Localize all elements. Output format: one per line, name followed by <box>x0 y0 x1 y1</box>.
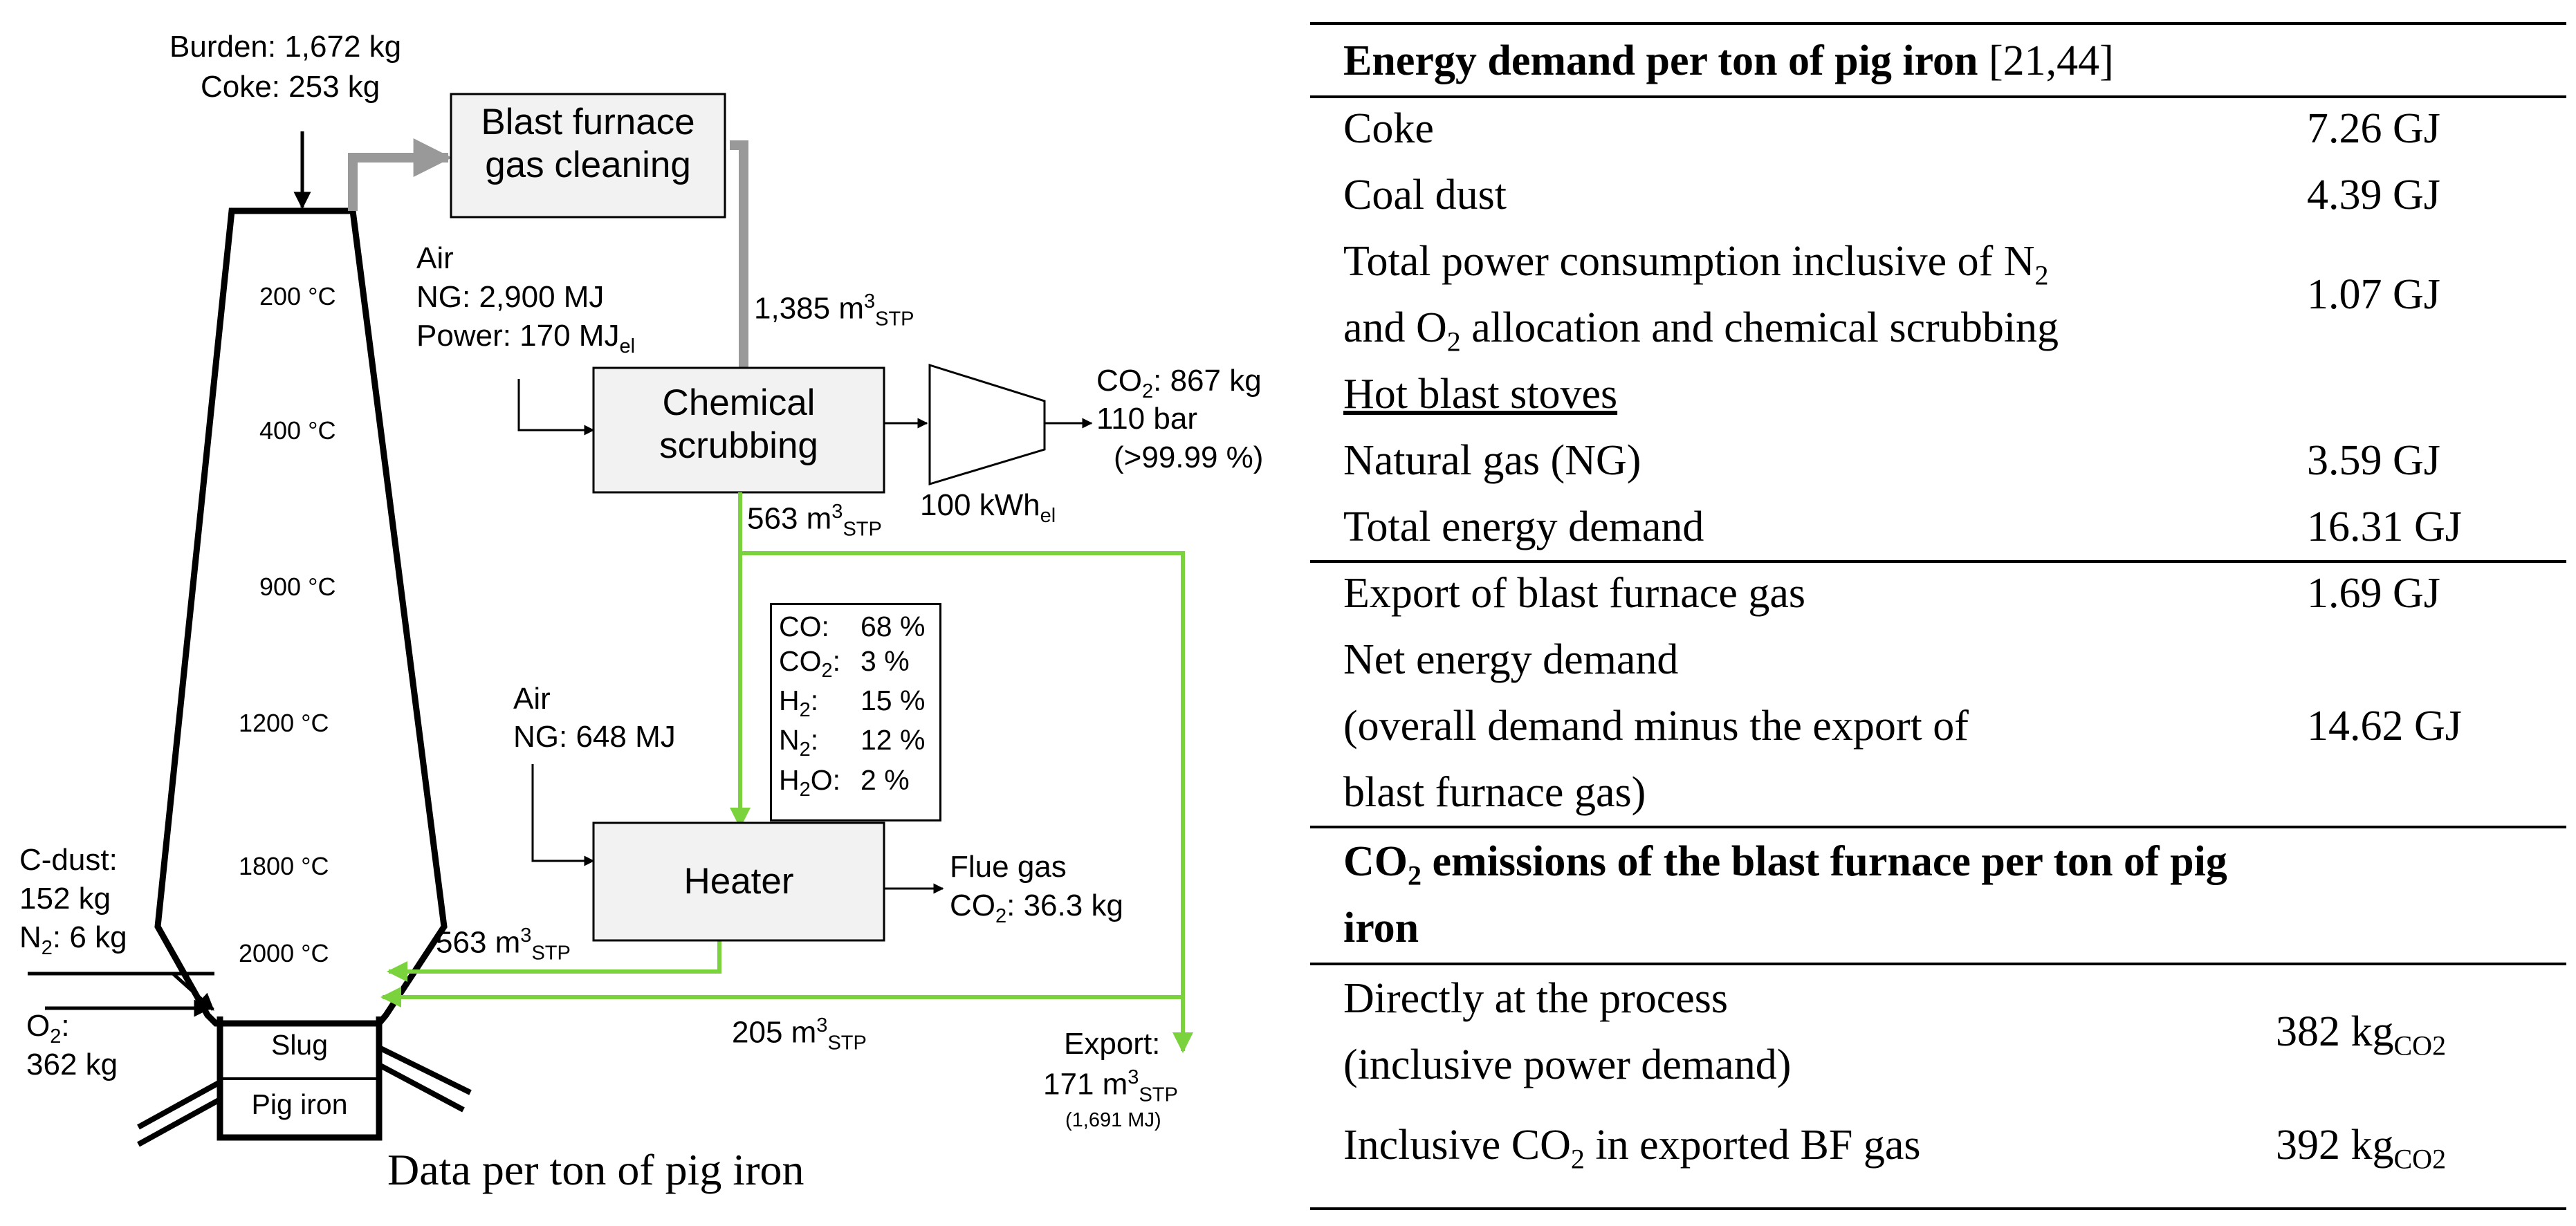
stove-input-ng: NG: 2,900 MJ <box>416 280 605 314</box>
compressor-power: 100 kWhel <box>920 488 1056 527</box>
temp-900: 900 °C <box>259 573 336 601</box>
row-coal-dust-value: 4.39 GJ <box>2307 171 2440 219</box>
process-diagram: Burden: 1,672 kg Coke: 253 kg Blast furn… <box>19 30 1264 1194</box>
table-title: Energy demand per ton of pig iron [21,44… <box>1343 37 2114 84</box>
c-dust-label: C-dust: <box>19 843 118 877</box>
co2-pressure: 110 bar <box>1096 402 1197 436</box>
table-rule-co2 <box>1310 826 2566 828</box>
composition-h2o: H2O:2 % <box>779 763 910 801</box>
table-rule-bottom <box>1310 1207 2566 1210</box>
row-direct-value: 382 kgCO2 <box>2276 1008 2447 1061</box>
row-total-value: 16.31 GJ <box>2307 503 2462 550</box>
bf-gas-cleaning-box <box>450 93 726 219</box>
energy-table: Energy demand per ton of pig iron [21,44… <box>1310 21 2566 1217</box>
diagram-lines <box>28 93 1193 1147</box>
row-power-label-2: and O2 allocation and chemical scrubbing <box>1343 304 2059 357</box>
row-direct-label-2: (inclusive power demand) <box>1343 1041 1792 1088</box>
row-power-value: 1.07 GJ <box>2307 271 2440 318</box>
stove-input-air: Air <box>416 241 454 275</box>
temp-200: 200 °C <box>259 282 336 310</box>
coke-label: Coke: 253 kg <box>201 70 380 104</box>
flow-563-scrubbed: 563 m3STP <box>747 501 882 541</box>
row-coke-label: Coke <box>1343 105 1434 152</box>
table-rule-header <box>1310 95 2566 98</box>
diagram-caption: Data per ton of pig iron <box>387 1145 804 1194</box>
flow-1385: 1,385 m3STP <box>754 290 914 331</box>
furnace-hearth <box>217 1016 383 1141</box>
co2-section-title-1: CO2 emissions of the blast furnace per t… <box>1343 838 2227 891</box>
burden-label: Burden: 1,672 kg <box>169 30 402 64</box>
temp-1800: 1800 °C <box>239 852 329 880</box>
co2-purity: (>99.99 %) <box>1114 440 1264 474</box>
row-net-label-3: blast furnace gas) <box>1343 769 1646 816</box>
c-dust-mass: 152 kg <box>19 882 111 916</box>
row-direct-label-1: Directly at the process <box>1343 975 1729 1022</box>
flue-gas-co2: CO2: 36.3 kg <box>950 889 1123 927</box>
heater-input-ng: NG: 648 MJ <box>513 720 676 754</box>
row-total-label: Total energy demand <box>1343 503 1704 550</box>
gas-composition-box: CO:68 % CO2:3 % H2:15 % N2:12 % H2O:2 % <box>770 603 941 821</box>
row-inclusive-value: 392 kgCO2 <box>2276 1122 2447 1175</box>
n2-mass: N2: 6 kg <box>19 920 127 959</box>
export-label: Export: <box>1064 1027 1161 1061</box>
table-rule-total <box>1310 560 2566 563</box>
co2-section-title-2: iron <box>1343 904 1419 951</box>
row-power-label-1: Total power consumption inclusive of N2 <box>1343 238 2049 291</box>
row-inclusive-label: Inclusive CO2 in exported BF gas <box>1343 1122 1921 1175</box>
flue-gas-label: Flue gas <box>950 850 1067 884</box>
export-flow: 171 m3STP <box>1043 1066 1178 1106</box>
row-net-label-2: (overall demand minus the export of <box>1343 703 1969 750</box>
heater-input-air: Air <box>513 682 551 716</box>
hot-blast-stoves-heading: Hot blast stoves <box>1343 371 1618 418</box>
row-coke-value: 7.26 GJ <box>2307 105 2440 152</box>
temp-1200: 1200 °C <box>239 709 329 737</box>
composition-co: CO:68 % <box>779 611 926 642</box>
row-coal-dust-label: Coal dust <box>1343 171 1507 219</box>
slug-label: Slug <box>270 1029 329 1061</box>
flow-205: 205 m3STP <box>732 1014 867 1055</box>
export-energy: (1,691 MJ) <box>1065 1109 1161 1131</box>
table-rule-top <box>1310 22 2566 25</box>
row-net-label-1: Net energy demand <box>1343 636 1679 683</box>
compressor-shape <box>928 363 1046 486</box>
heater-label: Heater <box>683 861 794 902</box>
row-ng-label: Natural gas (NG) <box>1343 437 1641 484</box>
flow-563-heated: 563 m3STP <box>436 925 571 965</box>
o2-mass: 362 kg <box>26 1048 118 1081</box>
co2-output: CO2: 867 kg <box>1096 364 1262 402</box>
o2-label: O2: <box>26 1009 70 1048</box>
composition-h2: H2:15 % <box>779 685 926 722</box>
row-net-value: 14.62 GJ <box>2307 703 2462 750</box>
bf-gas-cleaning-label: Blast furnace gas cleaning <box>481 102 695 185</box>
row-export-value: 1.69 GJ <box>2307 570 2440 617</box>
chemical-scrubbing-label: Chemical scrubbing <box>659 382 818 466</box>
stove-input-power: Power: 170 MJel <box>416 319 636 357</box>
row-ng-value: 3.59 GJ <box>2307 437 2440 484</box>
table-rule-co2-header <box>1310 963 2566 965</box>
heater-box <box>592 821 885 942</box>
furnace-shell <box>154 207 448 1027</box>
row-export-label: Export of blast furnace gas <box>1343 570 1805 617</box>
pig-iron-label: Pig iron <box>251 1088 348 1120</box>
temp-400: 400 °C <box>259 416 336 445</box>
temp-2000: 2000 °C <box>239 939 329 967</box>
composition-n2: N2:12 % <box>779 724 926 761</box>
composition-co2: CO2:3 % <box>779 645 910 682</box>
